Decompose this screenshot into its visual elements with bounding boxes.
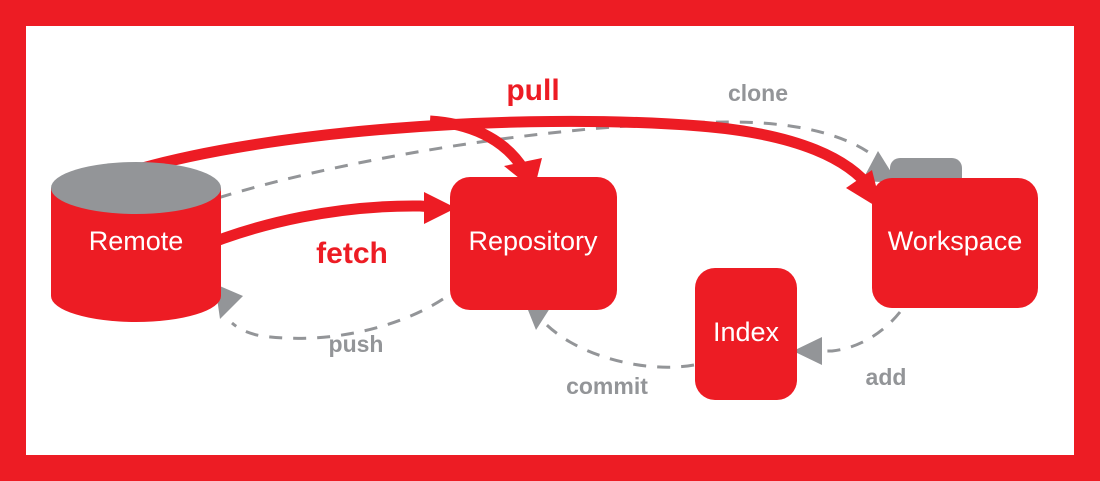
commit-path (539, 318, 695, 369)
fetch-arrowhead (424, 192, 456, 224)
node-index[interactable]: Index (695, 268, 797, 400)
pull-path (108, 115, 877, 194)
push-arrowhead (215, 284, 243, 319)
edge-fetch (193, 192, 456, 255)
node-workspace[interactable]: Workspace (872, 158, 1038, 308)
node-label-remote: Remote (89, 226, 184, 256)
node-label-repository: Repository (468, 226, 598, 256)
node-repository[interactable]: Repository (450, 177, 617, 310)
node-label-index: Index (713, 317, 780, 347)
label-push: push (329, 331, 384, 357)
add-arrowhead (793, 337, 822, 365)
add-path (816, 311, 902, 353)
pull-branch-path (429, 115, 529, 174)
label-add: add (866, 364, 907, 390)
node-remote[interactable]: Remote (51, 162, 221, 322)
index-box (695, 268, 797, 400)
node-label-workspace: Workspace (888, 226, 1023, 256)
fetch-path (193, 200, 435, 255)
workspace-box (872, 178, 1038, 308)
edge-push (215, 284, 444, 340)
remote-cylinder-body (51, 188, 221, 322)
remote-cylinder-top (51, 162, 221, 214)
label-clone: clone (728, 80, 788, 106)
label-fetch: fetch (316, 237, 388, 270)
repository-box (450, 177, 617, 310)
label-commit: commit (566, 373, 648, 399)
label-pull: pull (506, 74, 559, 107)
edge-add (793, 311, 902, 365)
